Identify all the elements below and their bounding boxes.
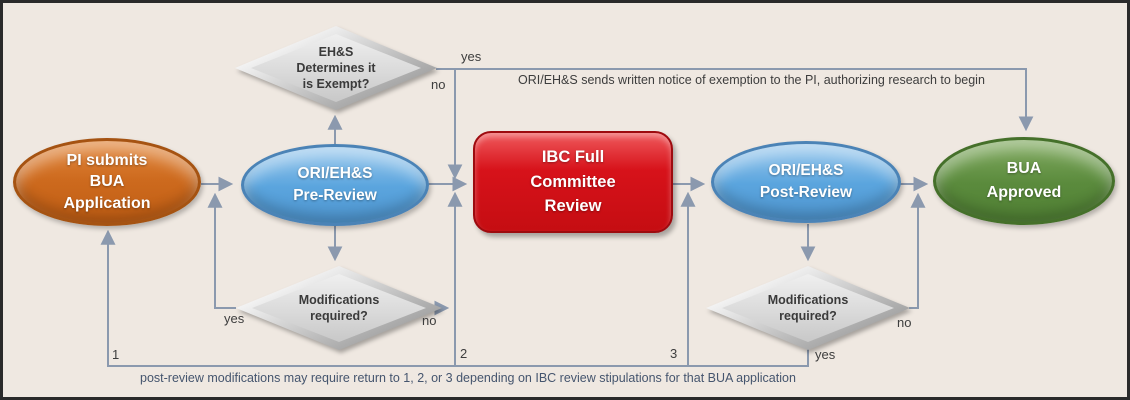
label-return-point-1: 1 [112,347,120,362]
label-exempt-yes: yes [461,49,482,64]
diamond-label: Modifications required? [298,292,380,323]
edge-modspost-yes-return1 [100,229,809,367]
edge-exempt-yes-to-buaapproved [436,68,1034,132]
edge-modspre-yes-return [207,192,236,309]
label-exempt-no: no [431,77,446,92]
annotation-bottom-note: post-review modifications may require re… [140,371,796,385]
label-pre-mods-no: no [422,313,437,328]
label-post-mods-no: no [897,315,912,330]
node-modifications-required-post: Modifications required? [706,266,910,350]
annotation-exemption-notice: ORI/EH&S sends written notice of exempti… [518,73,985,87]
edge-modspost-no-return [909,192,926,309]
node-ehs-determines-exempt: EH&S Determines it is Exempt? [235,26,437,110]
diamond-label: EH&S Determines it is Exempt? [296,44,376,92]
node-ori-ehs-pre-review: ORI/EH&S Pre-Review [241,144,429,226]
node-pi-submits-bua: PI submits BUA Application [13,138,201,226]
label-pre-mods-yes: yes [224,311,245,326]
label-post-mods-yes: yes [815,347,836,362]
node-bua-approved: BUA Approved [933,137,1115,225]
diamond-label: Modifications required? [767,292,849,323]
connector-lines [100,68,1034,367]
label-return-point-2: 2 [460,346,468,361]
node-modifications-required-pre: Modifications required? [236,266,442,350]
node-ibc-full-committee-review: IBC Full Committee Review [473,131,673,233]
label-return-point-3: 3 [670,346,678,361]
node-ori-ehs-post-review: ORI/EH&S Post-Review [711,141,901,223]
